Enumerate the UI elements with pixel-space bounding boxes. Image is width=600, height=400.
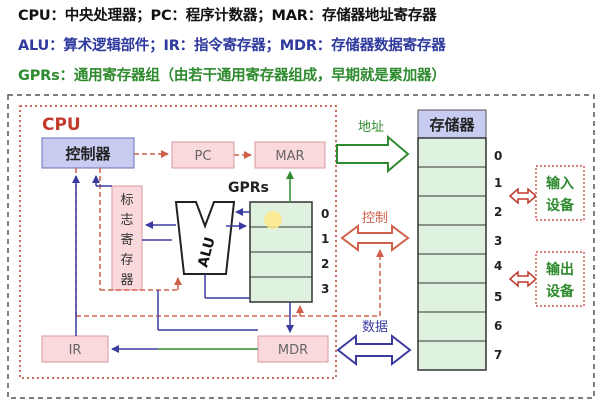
memory-index: 2 bbox=[494, 205, 502, 219]
legend-line-gprs: GPRs：通用寄存器组（由若干通用寄存器组成，早期就是累加器） bbox=[18, 68, 446, 84]
system-frame bbox=[7, 94, 595, 399]
output-device-label: 设备 bbox=[546, 283, 575, 300]
flags-register-char: 标 bbox=[120, 193, 133, 208]
mdr-label: MDR bbox=[278, 343, 308, 358]
memory-index: 1 bbox=[494, 176, 502, 190]
memory-index: 7 bbox=[494, 348, 502, 362]
flags-register-char: 志 bbox=[120, 213, 133, 228]
input-device-label: 输入 bbox=[546, 175, 574, 192]
cpu-boundary bbox=[19, 105, 337, 379]
pc-box bbox=[171, 141, 235, 169]
controller-box bbox=[41, 137, 135, 169]
ir-label: IR bbox=[69, 343, 82, 358]
flags-register-char: 器 bbox=[120, 273, 133, 288]
output-device-label: 输出 bbox=[546, 261, 574, 278]
pc-label: PC bbox=[195, 149, 212, 164]
address-bus-label: 地址 bbox=[358, 120, 384, 135]
input-device-label: 设备 bbox=[546, 197, 575, 214]
control-bus-label: 控制 bbox=[362, 211, 388, 226]
mar-box bbox=[254, 141, 326, 169]
gprs-title: GPRs bbox=[228, 180, 269, 196]
control-bus-arrow bbox=[340, 224, 410, 252]
legend-line-cpu-pc-mar: CPU：中央处理器；PC：程序计数器；MAR：存储器地址寄存器 bbox=[18, 8, 437, 24]
controller-label: 控制器 bbox=[65, 145, 111, 163]
gpr-index: 3 bbox=[321, 282, 329, 296]
gpr-index: 0 bbox=[321, 207, 329, 221]
flags-register-box bbox=[111, 185, 143, 291]
cpu-title: CPU bbox=[42, 115, 81, 135]
output-device-box bbox=[535, 251, 585, 307]
gpr-index: 2 bbox=[321, 257, 329, 271]
memory-index: 5 bbox=[494, 290, 502, 304]
legend-line-alu-ir-mdr: ALU：算术逻辑部件；IR：指令寄存器；MDR：存储器数据寄存器 bbox=[18, 38, 446, 54]
input-device-box bbox=[535, 165, 585, 221]
memory-index: 0 bbox=[494, 149, 502, 163]
data-bus-arrow bbox=[336, 333, 412, 367]
memory-index: 3 bbox=[494, 234, 502, 248]
data-bus-label: 数据 bbox=[362, 320, 388, 335]
cursor-highlight bbox=[264, 211, 282, 229]
memory-index: 6 bbox=[494, 319, 502, 333]
output-device-arrow bbox=[508, 270, 538, 288]
alu-label: ALU bbox=[195, 235, 218, 269]
mar-label: MAR bbox=[275, 149, 304, 164]
address-bus-arrow bbox=[336, 134, 410, 174]
mdr-box bbox=[257, 335, 329, 363]
memory-index: 4 bbox=[494, 259, 502, 273]
memory-title: 存储器 bbox=[429, 116, 475, 134]
input-device-arrow bbox=[508, 187, 538, 205]
alu-shape bbox=[174, 201, 236, 275]
ir-box bbox=[41, 335, 109, 363]
gpr-index: 1 bbox=[321, 232, 329, 246]
flags-register-char: 寄 bbox=[120, 232, 133, 248]
flags-register-char: 存 bbox=[120, 253, 133, 268]
